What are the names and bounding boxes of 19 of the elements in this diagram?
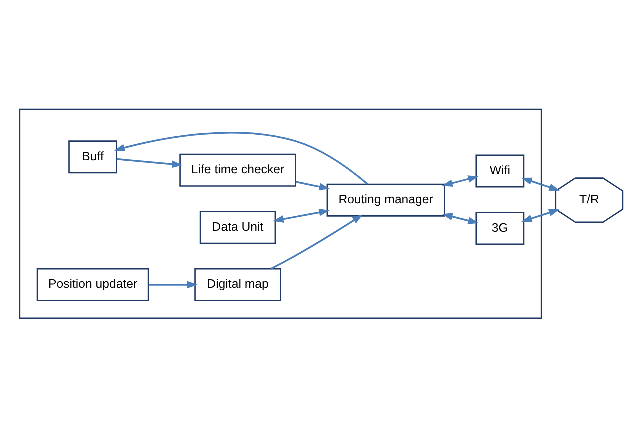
arrow	[296, 181, 330, 191]
node-box: Position updater	[36, 268, 150, 302]
arrow	[270, 214, 364, 270]
node-box: Wifi	[476, 154, 525, 188]
arrow	[522, 209, 560, 222]
node-box: 3G	[476, 212, 525, 246]
arrow	[442, 213, 479, 224]
arrow	[148, 281, 198, 289]
cluster	[19, 108, 542, 320]
arrow	[116, 158, 183, 168]
node-box: Routing manager	[326, 184, 446, 217]
arrow	[114, 132, 369, 186]
node-box: Digital map	[194, 268, 282, 302]
node-box: Life time checker	[180, 154, 296, 187]
arrow	[273, 208, 330, 223]
arrow	[442, 176, 479, 187]
node-box: Data Unit	[200, 211, 276, 244]
arrow	[522, 178, 560, 192]
node-box: Buff	[68, 140, 118, 174]
